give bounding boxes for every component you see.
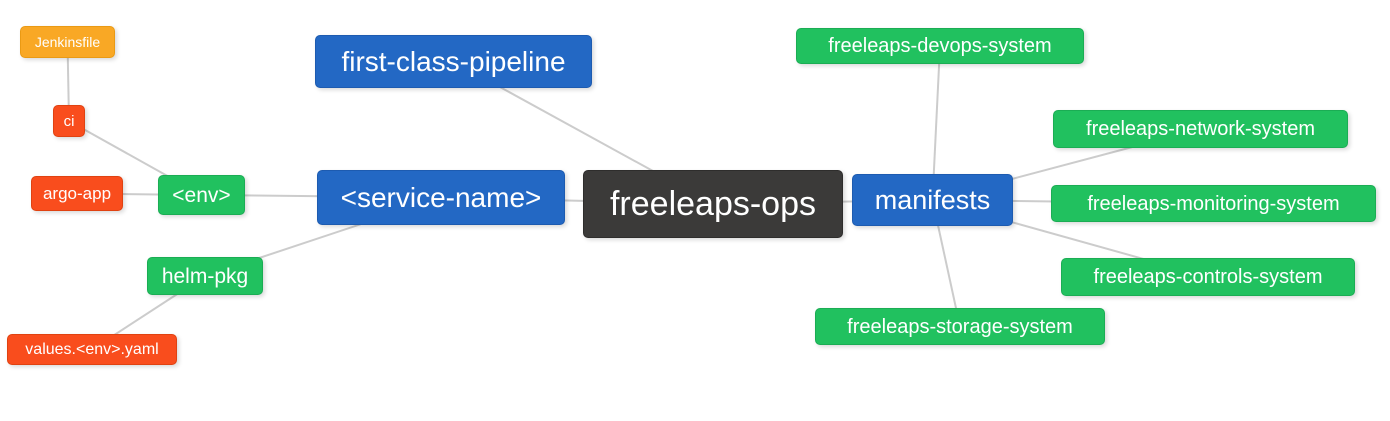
node-argo-app[interactable]: argo-app [31, 176, 123, 211]
node-freeleaps-ops[interactable]: freeleaps-ops [583, 170, 843, 238]
node-values-env-yaml[interactable]: values.<env>.yaml [7, 334, 177, 365]
node-freeleaps-monitoring-system[interactable]: freeleaps-monitoring-system [1051, 185, 1376, 222]
node-freeleaps-storage-system[interactable]: freeleaps-storage-system [815, 308, 1105, 345]
node-freeleaps-network-system[interactable]: freeleaps-network-system [1053, 110, 1348, 148]
node-service-name[interactable]: <service-name> [317, 170, 565, 225]
node-env[interactable]: <env> [158, 175, 245, 215]
node-ci[interactable]: ci [53, 105, 85, 137]
node-jenkinsfile[interactable]: Jenkinsfile [20, 26, 115, 58]
node-first-class-pipeline[interactable]: first-class-pipeline [315, 35, 592, 88]
node-freeleaps-devops-system[interactable]: freeleaps-devops-system [796, 28, 1084, 64]
node-freeleaps-controls-system[interactable]: freeleaps-controls-system [1061, 258, 1355, 296]
node-manifests[interactable]: manifests [852, 174, 1013, 226]
node-helm-pkg[interactable]: helm-pkg [147, 257, 263, 295]
